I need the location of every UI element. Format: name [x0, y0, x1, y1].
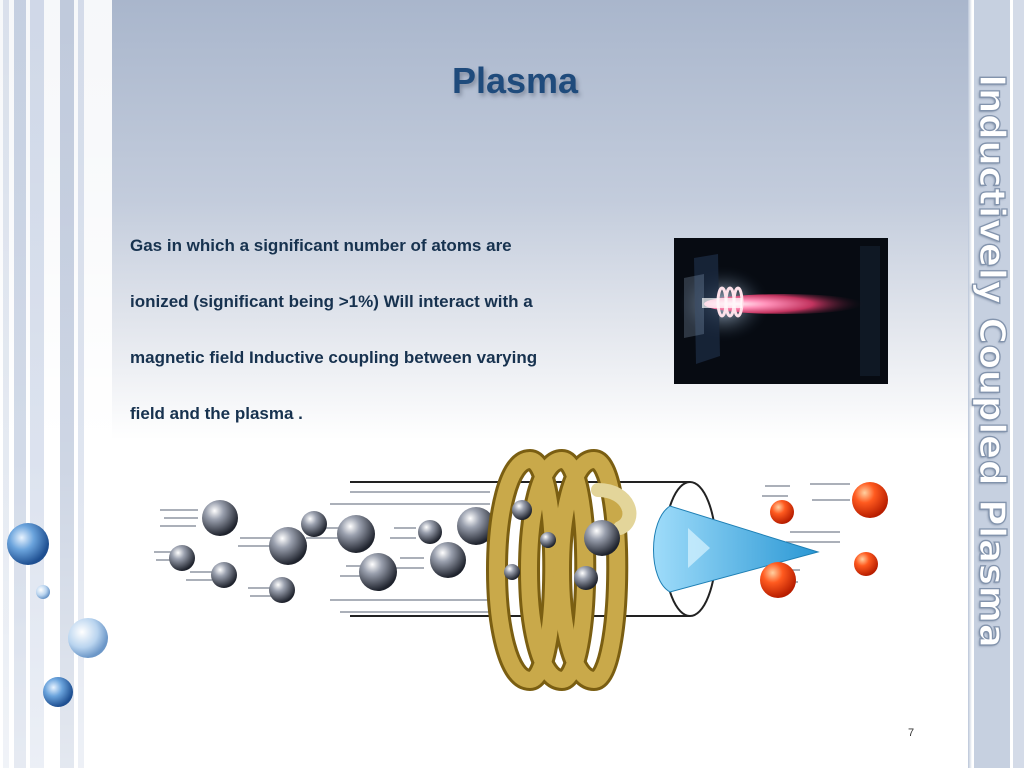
bubble-tiny: [36, 585, 50, 599]
bubble-large: [7, 523, 49, 565]
ions: [760, 482, 888, 598]
induction-coil: [486, 449, 637, 692]
neutral-atoms: [169, 500, 495, 603]
decorative-bubbles: [7, 523, 108, 707]
body-text: Gas in which a significant number of ato…: [130, 218, 650, 442]
body-line: magnetic field Inductive coupling betwee…: [130, 348, 538, 367]
slide-title: Plasma: [451, 60, 579, 101]
plasma-cone: [653, 505, 820, 593]
right-band-decoration: [968, 0, 1024, 768]
body-line: field and the plasma .: [130, 404, 303, 423]
bubble-small: [43, 677, 73, 707]
body-line: Gas in which a significant number of ato…: [130, 236, 512, 255]
atoms-in-coil: [504, 500, 620, 590]
body-line: ionized (significant being >1%) Will int…: [130, 292, 533, 311]
bubble-medium: [68, 618, 108, 658]
icp-torch-photo: [674, 238, 888, 384]
side-title: Inductively Coupled Plasma: [970, 73, 1012, 649]
icp-coil-diagram: [154, 449, 888, 692]
page-number: 7: [908, 727, 915, 739]
